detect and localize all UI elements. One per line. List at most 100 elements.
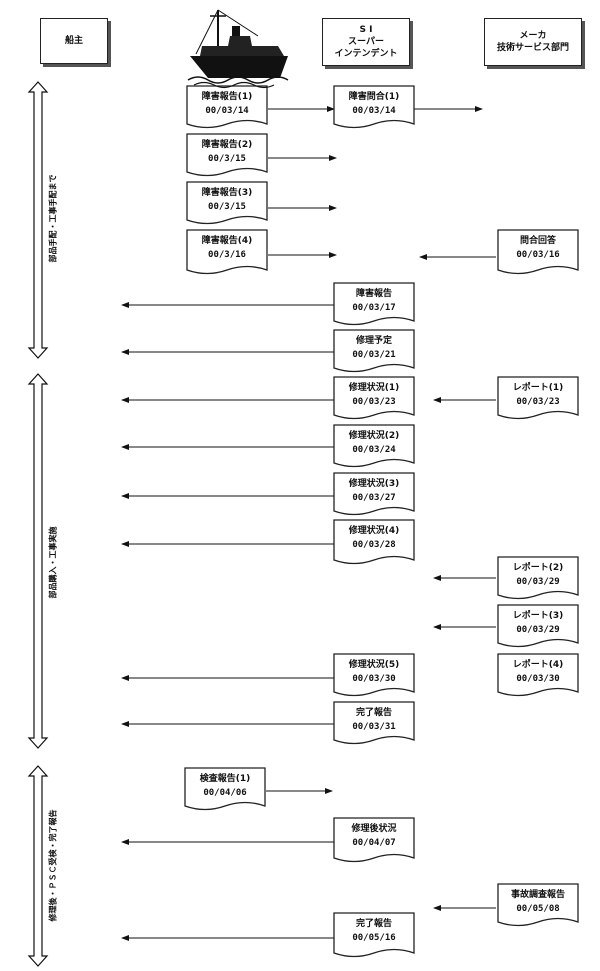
si-doc-6: 修理状況(3) 00/03/27	[334, 473, 414, 517]
doc-date: 00/3/16	[208, 249, 246, 260]
doc-title: 修理状況(2)	[348, 431, 400, 441]
si-doc-11: 完了報告 00/05/16	[334, 913, 414, 959]
doc-title: 修理状況(5)	[348, 660, 400, 670]
si-doc-7: 修理状況(4) 00/03/28	[334, 520, 414, 566]
doc-date: 00/03/28	[352, 539, 396, 550]
arrows-layer	[121, 106, 496, 941]
doc-title: 完了報告	[355, 708, 392, 718]
doc-title: 検査報告(1)	[199, 774, 251, 784]
maker-doc-1: 問合回答 00/03/16	[498, 230, 578, 276]
doc-title: 障害問合(1)	[348, 92, 400, 102]
maker-doc-5: レポート(4) 00/03/30	[498, 654, 578, 698]
maker-doc-2: レポート(1) 00/03/23	[498, 377, 578, 421]
doc-date: 00/03/30	[516, 673, 560, 684]
doc-date: 00/03/23	[352, 396, 396, 407]
doc-title: 完了報告	[355, 919, 392, 929]
document-shape	[497, 604, 579, 648]
document-shape	[333, 701, 415, 745]
maker-doc-6: 事故調査報告 00/05/08	[498, 884, 578, 928]
document-shape	[333, 519, 415, 565]
document-shape	[497, 883, 579, 927]
doc-date: 00/03/14	[205, 105, 249, 116]
si-doc-8: 修理状況(5) 00/03/30	[334, 654, 414, 698]
si-doc-9: 完了報告 00/03/31	[334, 702, 414, 746]
document-shape	[333, 376, 415, 420]
doc-date: 00/03/29	[516, 576, 560, 587]
ship-doc-5: 検査報告(1) 00/04/06	[185, 768, 265, 812]
doc-date: 00/04/07	[352, 837, 396, 848]
document-shape	[497, 653, 579, 697]
si-doc-3: 修理予定 00/03/21	[334, 330, 414, 374]
doc-date: 00/03/29	[516, 624, 560, 635]
ship-doc-2: 障害報告(2) 00/3/15	[187, 134, 267, 178]
ship-doc-4: 障害報告(4) 00/3/16	[187, 230, 267, 276]
si-doc-5: 修理状況(2) 00/03/24	[334, 425, 414, 469]
doc-date: 00/03/23	[516, 396, 560, 407]
document-shape	[497, 556, 579, 600]
doc-title: 障害報告	[355, 289, 392, 299]
document-shape	[333, 282, 415, 326]
ship-doc-3: 障害報告(3) 00/3/15	[187, 182, 267, 226]
doc-date: 00/03/14	[352, 105, 396, 116]
si-doc-1: 障害問合(1) 00/03/14	[334, 86, 414, 130]
phase-label-3: 修理後・ＰＳＣ受検・完了報告	[48, 809, 58, 922]
doc-date: 00/05/08	[516, 903, 560, 914]
document-shape	[497, 376, 579, 420]
si-header: S I スーパー インテンデント	[322, 18, 410, 66]
document-shape	[333, 424, 415, 468]
doc-title: レポート(3)	[512, 611, 564, 621]
document-shape	[333, 472, 415, 516]
document-shape	[186, 133, 268, 177]
doc-title: レポート(4)	[512, 660, 564, 670]
maker-header-line2: 技術サービス部門	[496, 43, 569, 53]
maker-doc-4: レポート(3) 00/03/29	[498, 605, 578, 649]
si-doc-2: 障害報告 00/03/17	[334, 283, 414, 327]
doc-title: 問合回答	[519, 236, 556, 246]
maker-doc-3: レポート(2) 00/03/29	[498, 557, 578, 601]
doc-date: 00/04/06	[203, 787, 247, 798]
doc-date: 00/3/15	[208, 153, 246, 164]
doc-date: 00/3/15	[208, 201, 246, 212]
document-shape	[333, 912, 415, 958]
document-shape	[186, 85, 268, 129]
si-doc-4: 修理状況(1) 00/03/23	[334, 377, 414, 421]
phase-label-2: 部品購入・工事実施	[48, 526, 58, 599]
doc-title: 障害報告(4)	[201, 236, 253, 246]
phase-layer	[27, 81, 49, 967]
document-shape	[333, 653, 415, 697]
document-shape	[333, 85, 415, 129]
phase-arrow	[27, 373, 49, 749]
document-shape	[184, 767, 266, 811]
si-header-line1: S I	[359, 24, 373, 35]
docs-layer	[184, 85, 579, 958]
si-header-line3: インテンデント	[334, 49, 398, 60]
document-shape	[333, 817, 415, 863]
doc-date: 00/03/30	[352, 673, 396, 684]
doc-date: 00/03/21	[352, 349, 396, 360]
si-doc-10: 修理後状況 00/04/07	[334, 818, 414, 864]
doc-title: レポート(1)	[512, 383, 564, 393]
phase-arrow	[27, 81, 49, 359]
document-shape	[186, 229, 268, 275]
maker-header-line1: メーカ	[519, 30, 547, 41]
doc-date: 00/05/16	[352, 932, 396, 943]
ship-icon	[187, 9, 289, 89]
doc-title: 障害報告(1)	[201, 92, 253, 102]
doc-title: 修理状況(4)	[348, 526, 400, 536]
doc-title: 修理状況(1)	[348, 383, 400, 393]
doc-title: レポート(2)	[512, 563, 564, 573]
maker-header: メーカ 技術サービス部門	[484, 18, 582, 66]
si-header-line2: スーパー	[348, 36, 384, 47]
doc-title: 修理予定	[355, 336, 392, 346]
doc-title: 障害報告(3)	[201, 188, 253, 198]
doc-date: 00/03/17	[352, 302, 396, 313]
document-shape	[333, 329, 415, 373]
owner-header-label: 船主	[64, 35, 83, 46]
doc-date: 00/03/16	[516, 249, 560, 260]
doc-date: 00/03/27	[352, 492, 396, 503]
doc-title: 障害報告(2)	[201, 140, 253, 150]
document-shape	[186, 181, 268, 225]
phase-arrow	[27, 765, 49, 967]
phase-label-1: 部品手配・工事手配まで	[48, 174, 58, 263]
owner-header: 船主	[40, 18, 108, 64]
